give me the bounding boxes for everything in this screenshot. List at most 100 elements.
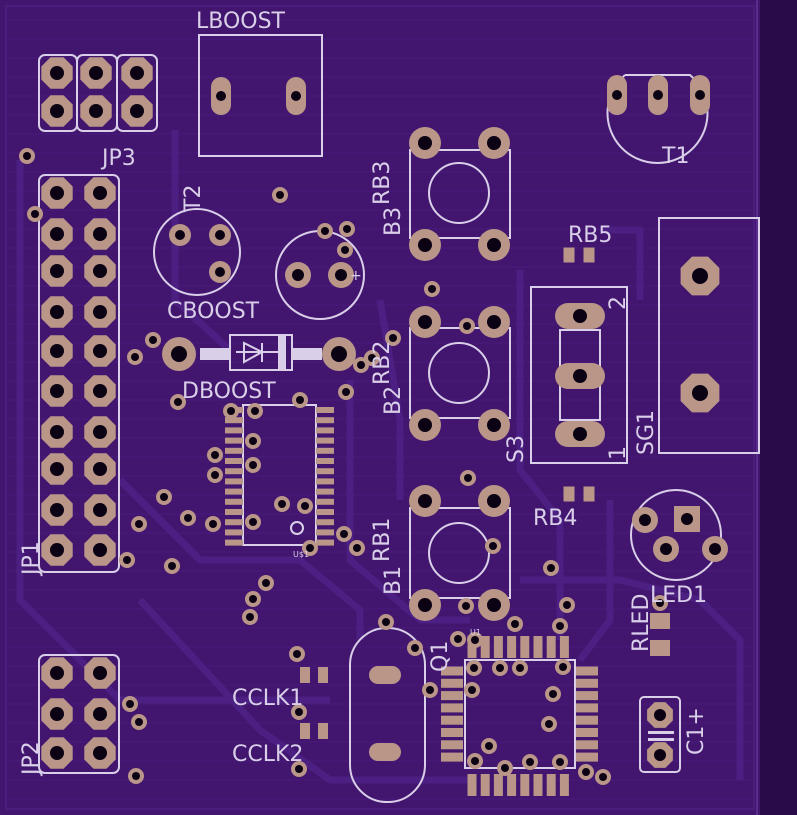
u1-pad [520,774,530,796]
via-hole [563,601,571,609]
t2-pad-hole [175,230,185,240]
u1-pad [533,636,543,658]
via-hole [246,613,254,621]
jp2-footprint [38,654,120,774]
via-hole [468,686,476,694]
u1-pad [576,703,598,713]
dboost-outline [200,334,322,371]
via-hole [295,708,303,716]
jp2-pin-hole [50,746,64,760]
traces [16,130,744,784]
label-cboost-plus: + [350,268,362,284]
via-hole [227,407,235,415]
via-hole [135,520,143,528]
via-hole [489,542,497,550]
u1-pad [520,636,530,658]
cclk-pad [300,723,310,739]
via-hole [559,663,567,671]
via-hole [496,664,504,672]
via-hole [168,562,176,570]
cclk-pad [318,723,328,739]
label-sg1-pin2: 2 [606,296,631,310]
c1-pad-hole [654,709,666,721]
u1-pad [507,636,517,658]
u1-pad [533,774,543,796]
via-hole [131,353,139,361]
via-hole [526,758,534,766]
u1-pad [480,774,490,796]
u1-pad [559,636,569,658]
sg1-pad-hole [573,369,587,383]
led1-pad-hole [709,543,721,555]
u1-pad [507,774,517,796]
us1-pad [316,437,334,444]
u1-pad [576,666,598,676]
label-cboost: CBOOST [167,299,260,324]
t2-pad-hole [215,267,225,277]
resistor-pad [583,247,595,263]
resistor-pad [583,486,595,502]
u1-pad [576,715,598,725]
jp1-pin-hole [93,227,107,241]
via-hole [249,595,257,603]
label-c1: C1+ [684,707,709,755]
via-hole [411,644,419,652]
u1-pad [493,774,503,796]
us1-pad [316,468,334,475]
via-hole [135,718,143,726]
label-jp3: JP3 [100,146,136,171]
jp3-pin-hole [130,104,144,118]
cclk-pad [300,667,310,683]
u1-pad [480,636,490,658]
u1-pad [441,715,463,725]
dboost-pad-hole [331,346,347,362]
u1-pad [546,774,556,796]
label-b1: B1 [381,566,406,595]
u1-pad [441,666,463,676]
via-hole [656,599,664,607]
crystal-pad [369,743,401,761]
via-hole [353,544,361,552]
via-hole [31,210,39,218]
jp1-pin-hole [93,305,107,319]
u1-pad [441,703,463,713]
via-hole [549,690,557,698]
label-rb4: RB4 [533,506,577,531]
via-hole [296,396,304,404]
jp2-pin-hole [93,666,107,680]
label-sg1-pin1: 1 [606,446,631,460]
us1-pad [225,539,243,546]
via-hole [501,764,509,772]
us1-pad [316,539,334,546]
us1-pad [316,447,334,454]
sg1-pad-hole [573,427,587,441]
switch-pad-hole [487,136,501,150]
u1-pad [441,728,463,737]
via-hole [470,664,478,672]
label-b2: B2 [381,386,406,415]
via-hole [174,398,182,406]
via-hole [343,225,351,233]
via-hole [209,520,217,528]
copper-pads [19,57,728,796]
jp2-pin-hole [50,707,64,721]
via-hole [342,388,350,396]
jp1-pin-hole [50,503,64,517]
jp1-pin-hole [93,186,107,200]
led1-square-pad-hole [681,513,693,525]
via-hole [547,564,555,572]
jp1-pin-hole [50,425,64,439]
c1-pad-hole [654,749,666,761]
u1-pad [576,740,598,750]
connector-outline [658,217,760,454]
resistor-pad [563,486,575,502]
jp3-pin-hole [89,66,103,80]
u1-pad [576,691,598,701]
via-hole [357,361,365,369]
us1-pad [225,498,243,505]
us1-pad [225,417,243,424]
us1-pad [225,447,243,454]
jp3-pin-hole [89,104,103,118]
us1-pad [316,529,334,536]
